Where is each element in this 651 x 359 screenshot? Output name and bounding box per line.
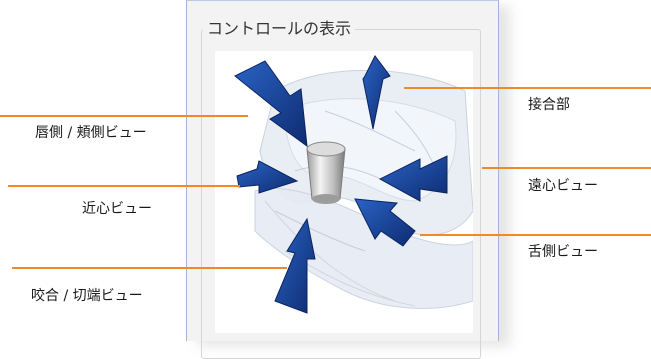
callout-line-distal <box>482 167 651 169</box>
tooth-3d-viewport[interactable] <box>215 51 473 333</box>
group-title: コントロールの表示 <box>203 19 356 39</box>
label-contact: 接合部 <box>528 97 570 113</box>
callout-line-tongue <box>420 234 651 236</box>
viewport-graphic <box>234 55 473 314</box>
abutment <box>306 141 346 204</box>
control-display-panel: コントロールの表示 <box>186 0 499 359</box>
label-buccal-view: 唇側 / 頬側ビュー <box>35 125 147 141</box>
label-mesial-view: 近心ビュー <box>82 201 152 217</box>
label-distal-view: 遠心ビュー <box>528 178 598 194</box>
label-occlusal-view: 咬合 / 切端ビュー <box>31 288 143 304</box>
view-arrows <box>234 55 448 314</box>
callout-line-buccal <box>0 115 248 117</box>
callout-line-mesial <box>8 185 240 187</box>
callout-line-contact <box>404 87 651 89</box>
callout-line-occlusal <box>12 267 287 269</box>
label-tongue-view: 舌側ビュー <box>528 244 598 260</box>
